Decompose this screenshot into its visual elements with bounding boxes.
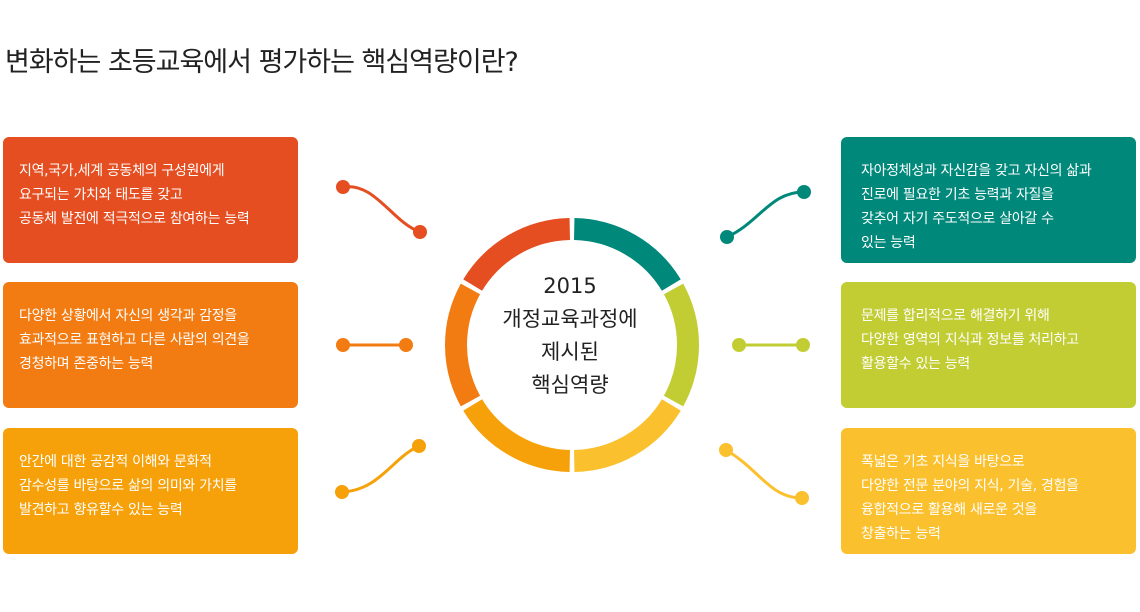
page-title: 변화하는 초등교육에서 평가하는 핵심역량이란? [5, 47, 519, 78]
card-community-competency: 지역,국가,세계 공동체의 구성원에게 요구되는 가치와 태도를 갖고 공동체 … [3, 137, 298, 263]
card-line: 갖추어 자기 주도적으로 살아갈 수 [861, 211, 1054, 227]
connector-l3 [335, 439, 426, 499]
card-self-management-competency: 자아정체성과 자신감을 갖고 자신의 삶과 진로에 필요한 기초 능력과 자질을… [841, 137, 1136, 263]
ring-center-label: 2015 개정교육과정에 제시된 핵심역량 [470, 270, 670, 402]
ring-segment-lime [663, 283, 699, 407]
ring-segment-amber [463, 398, 571, 472]
center-line: 2015 [543, 274, 597, 298]
card-line: 폭넓은 기초 지식을 바탕으로 [861, 454, 1025, 470]
card-line: 창출하는 능력 [861, 526, 941, 542]
card-line: 발견하고 향유할수 있는 능력 [19, 502, 183, 518]
card-line: 경청하며 존중하는 능력 [19, 356, 154, 372]
ring-segment-red-orange [463, 218, 571, 292]
card-aesthetic-competency: 안간에 대한 공감적 이해와 문화적 감수성를 바탕으로 삶의 의미와 가치를 … [3, 428, 298, 554]
center-line: 제시된 [541, 340, 599, 364]
ring-segment-yellow [573, 398, 681, 472]
card-line: 다양한 전문 분야의 지식, 기술, 경험을 [861, 478, 1079, 494]
connector-r1 [720, 185, 811, 244]
connector-r2 [732, 338, 810, 352]
card-line: 지역,국가,세계 공동체의 구성원에게 [19, 163, 225, 179]
card-line: 요구되는 가치와 태도를 갖고 [19, 187, 183, 203]
center-line: 개정교육과정에 [502, 307, 638, 331]
connector-l1 [336, 180, 427, 239]
card-line: 융합적으로 활용해 새로운 것을 [861, 502, 1037, 518]
card-line: 문제를 합리적으로 해결하기 위해 [861, 308, 1050, 324]
card-line: 다양한 영역의 지식과 정보를 처리하고 [861, 332, 1079, 348]
card-line: 있는 능력 [861, 235, 916, 251]
connector-l2 [336, 338, 413, 352]
ring-segment-orange [445, 283, 481, 407]
card-creative-thinking-competency: 폭넓은 기초 지식을 바탕으로 다양한 전문 분야의 지식, 기술, 경험을 융… [841, 428, 1136, 554]
card-line: 효과적으로 표현하고 다른 사람의 의견을 [19, 332, 250, 348]
card-line: 활용할수 있는 능력 [861, 356, 970, 372]
card-line: 공동체 발전에 적극적으로 참여하는 능력 [19, 211, 250, 227]
card-information-processing-competency: 문제를 합리적으로 해결하기 위해 다양한 영역의 지식과 정보를 처리하고 활… [841, 282, 1136, 408]
card-line: 다양한 상황에서 자신의 생각과 감정을 [19, 308, 237, 324]
connector-r3 [719, 443, 809, 505]
ring [445, 218, 699, 472]
card-line: 자아정체성과 자신감을 갖고 자신의 삶과 [861, 163, 1092, 179]
card-line: 감수성를 바탕으로 삶의 의미와 가치를 [19, 478, 237, 494]
card-communication-competency: 다양한 상황에서 자신의 생각과 감정을 효과적으로 표현하고 다른 사람의 의… [3, 282, 298, 408]
ring-segment-teal [573, 218, 681, 292]
card-line: 안간에 대한 공감적 이해와 문화적 [19, 454, 212, 470]
center-line: 핵심역량 [531, 373, 609, 397]
card-line: 진로에 필요한 기초 능력과 자질을 [861, 187, 1054, 203]
